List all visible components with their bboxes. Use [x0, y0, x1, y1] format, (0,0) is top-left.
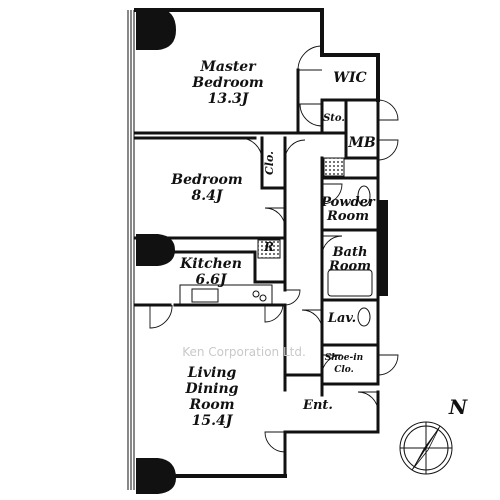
kitchen-name: Kitchen: [179, 256, 242, 272]
bath-room-line1: Bath: [332, 245, 368, 260]
master-bedroom-size: 13.3J: [208, 91, 250, 107]
storage-label: Sto.: [323, 113, 345, 124]
refrigerator-label: R: [263, 240, 274, 254]
shoe-in-closet-line2: Clo.: [334, 365, 354, 375]
living-name-line1: Living: [187, 365, 237, 381]
watermark: Ken Corporation Ltd.: [182, 345, 306, 359]
bedroom-size: 8.4J: [192, 188, 224, 204]
bath-room-line2: Room: [328, 259, 371, 274]
lavatory-label: Lav.: [327, 311, 356, 326]
walls: [134, 8, 380, 478]
wic-label: WIC: [333, 70, 366, 86]
powder-room-line2: Room: [326, 209, 369, 224]
living-name-line3: Room: [188, 397, 234, 413]
doors: [149, 45, 399, 453]
room-label-master-bedroom: Master Bedroom 13.3J: [191, 59, 263, 107]
closet-label: Clo.: [263, 151, 276, 175]
compass-north-label: N: [448, 395, 468, 419]
master-bedroom-name-line2: Bedroom: [191, 75, 263, 91]
north-arrow-icon: N: [399, 395, 468, 475]
bedroom-name: Bedroom: [170, 172, 242, 188]
powder-room-line1: Powder: [320, 195, 376, 210]
room-label-bedroom: Bedroom 8.4J: [170, 172, 242, 204]
room-label-living-dining: Living Dining Room 15.4J: [185, 365, 239, 429]
room-label-kitchen: Kitchen 6.6J: [179, 256, 242, 288]
master-bedroom-name-line1: Master: [199, 59, 257, 75]
living-name-line2: Dining: [185, 381, 239, 397]
shoe-in-closet-line1: Shoe-in: [325, 353, 363, 363]
window-strip: [127, 10, 135, 490]
entrance-label: Ent.: [302, 398, 333, 413]
mb-label: MB: [347, 135, 375, 151]
kitchen-size: 6.6J: [196, 272, 228, 288]
structural-columns: [136, 8, 388, 494]
living-size: 15.4J: [192, 413, 234, 429]
